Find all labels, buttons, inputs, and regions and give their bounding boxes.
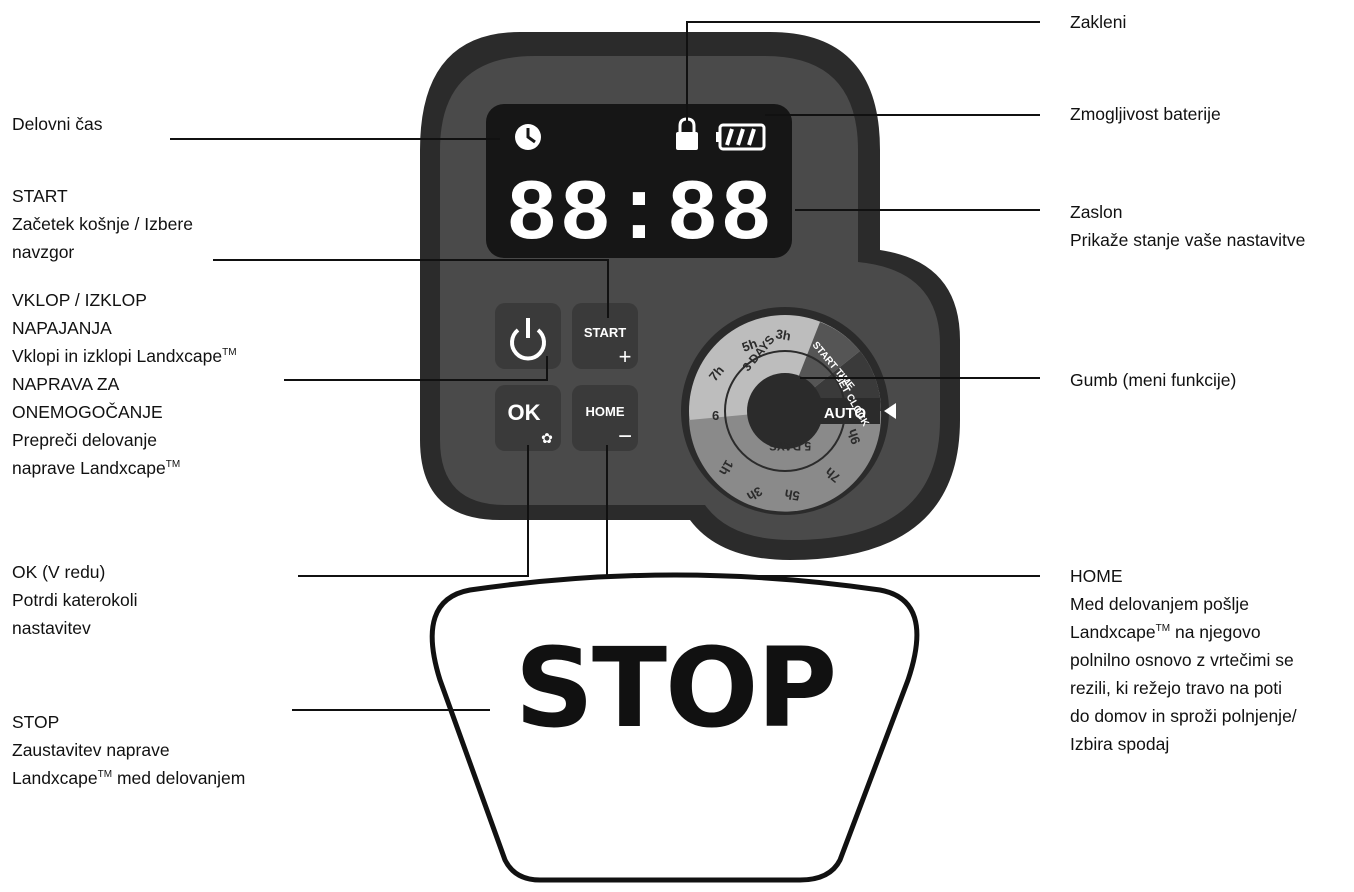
svg-text:5h: 5h — [783, 486, 801, 503]
svg-text:5 DAYS: 5 DAYS — [769, 439, 811, 453]
svg-text:3h: 3h — [774, 326, 792, 343]
label-home: HOME Med delovanjem pošlje LandxcapeTM n… — [1070, 566, 1297, 754]
svg-text:STOP: STOP — [515, 624, 835, 752]
ok-button[interactable]: OK ✿ — [495, 385, 561, 451]
label-battery: Zmogljivost baterije — [1070, 104, 1221, 124]
display-digits: 88:88 — [506, 166, 774, 264]
leader-lines — [170, 21, 1040, 711]
stop-button[interactable]: STOP — [429, 572, 920, 883]
battery-icon — [716, 123, 766, 151]
svg-text:7h: 7h — [706, 363, 727, 384]
label-delovni-cas: Delovni čas — [12, 114, 103, 134]
svg-text:5h: 5h — [740, 336, 759, 355]
label-zakleni: Zakleni — [1070, 12, 1127, 32]
svg-text:−: − — [618, 423, 632, 450]
start-button[interactable]: START + — [572, 303, 638, 369]
svg-text:+: + — [619, 344, 632, 369]
dial-pointer-icon — [884, 403, 896, 419]
svg-text:AUTO: AUTO — [824, 405, 867, 422]
label-zaslon: Zaslon Prikaže stanje vaše nastavitve — [1070, 202, 1306, 250]
home-button[interactable]: HOME − — [572, 385, 638, 451]
label-stop: STOP Zaustavitev naprave LandxcapeTM med… — [12, 712, 246, 788]
label-power: VKLOP / IZKLOP NAPAJANJA Vklopi in izklo… — [12, 290, 237, 478]
svg-text:OK: OK — [508, 400, 541, 425]
function-dial[interactable]: AUTO 3 DAYS START TIME SET CLOCK 5 DAYS … — [681, 307, 896, 515]
svg-text:HOME: HOME — [586, 404, 625, 419]
svg-text:9h: 9h — [844, 427, 863, 446]
clock-icon — [515, 124, 541, 150]
label-ok: OK (V redu) Potrdi katerokoli nastavitev — [12, 562, 138, 638]
label-gumb: Gumb (meni funkcije) — [1070, 370, 1237, 390]
gear-icon: ✿ — [541, 430, 553, 446]
svg-text:3h: 3h — [744, 484, 765, 505]
svg-text:1h: 1h — [716, 458, 737, 479]
label-start: START Začetek košnje / Izbere navzgor — [12, 186, 193, 262]
svg-text:START: START — [584, 325, 626, 340]
power-button[interactable] — [495, 303, 561, 369]
svg-text:7h: 7h — [822, 464, 843, 485]
lcd-display — [486, 104, 792, 258]
svg-text:6: 6 — [712, 408, 719, 423]
